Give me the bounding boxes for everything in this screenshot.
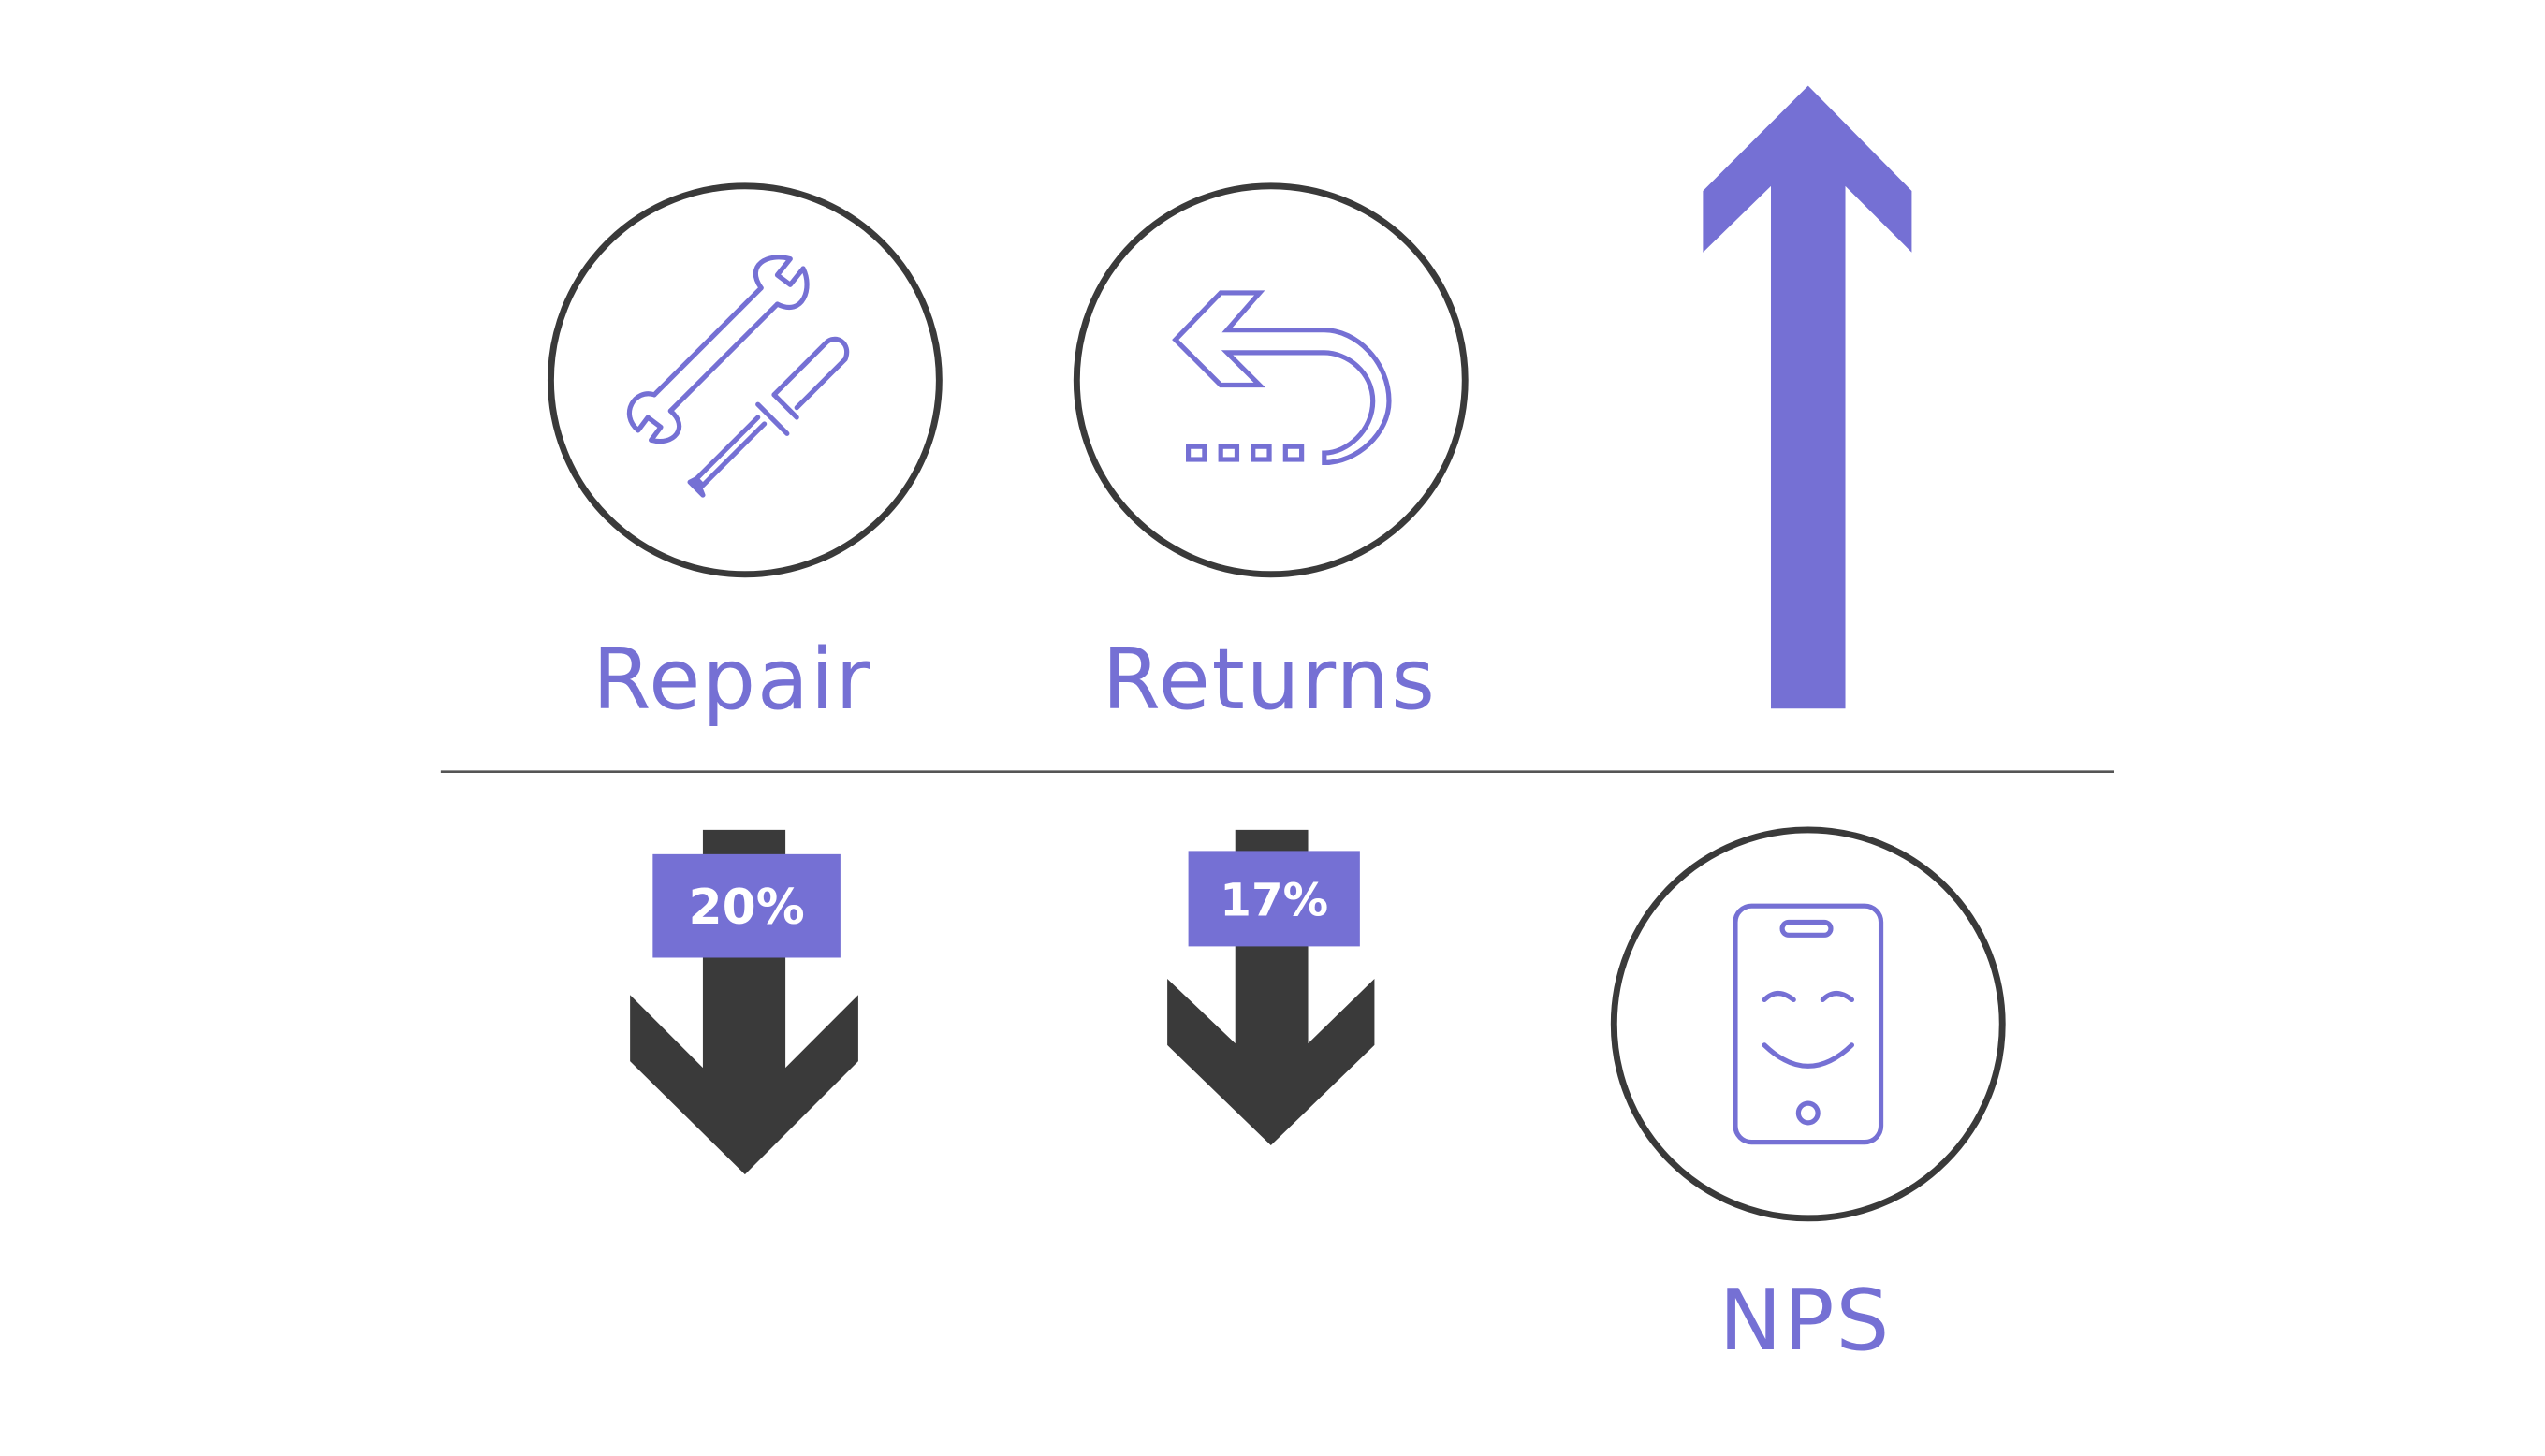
- returns-icon-group: Returns: [1073, 182, 1469, 729]
- return-arrow-icon: [1172, 290, 1392, 466]
- returns-badge-value: 17%: [1220, 875, 1328, 927]
- returns-badge: [1188, 851, 1360, 947]
- returns-circle: [1073, 182, 1469, 578]
- returns-label: Returns: [1102, 632, 1436, 729]
- nps-up-arrow: [1703, 85, 1912, 709]
- repair-icon-group: Repair: [547, 182, 943, 729]
- smiling-phone-icon: [1733, 903, 1884, 1145]
- returns-down-arrow: [1167, 829, 1375, 1146]
- returns-trend: 17%: [1167, 829, 1375, 1146]
- repair-badge-value: 20%: [689, 880, 805, 936]
- repair-badge: [652, 853, 841, 958]
- wrench-screwdriver-icon: [626, 255, 850, 498]
- nps-icon-group: NPS: [1610, 826, 2006, 1370]
- repair-down-arrow: [630, 829, 858, 1175]
- repair-trend: 20%: [630, 829, 858, 1175]
- nps-label: NPS: [1719, 1273, 1891, 1370]
- repair-label: Repair: [592, 632, 871, 729]
- nps-circle: [1610, 826, 2006, 1222]
- repair-circle: [547, 182, 943, 578]
